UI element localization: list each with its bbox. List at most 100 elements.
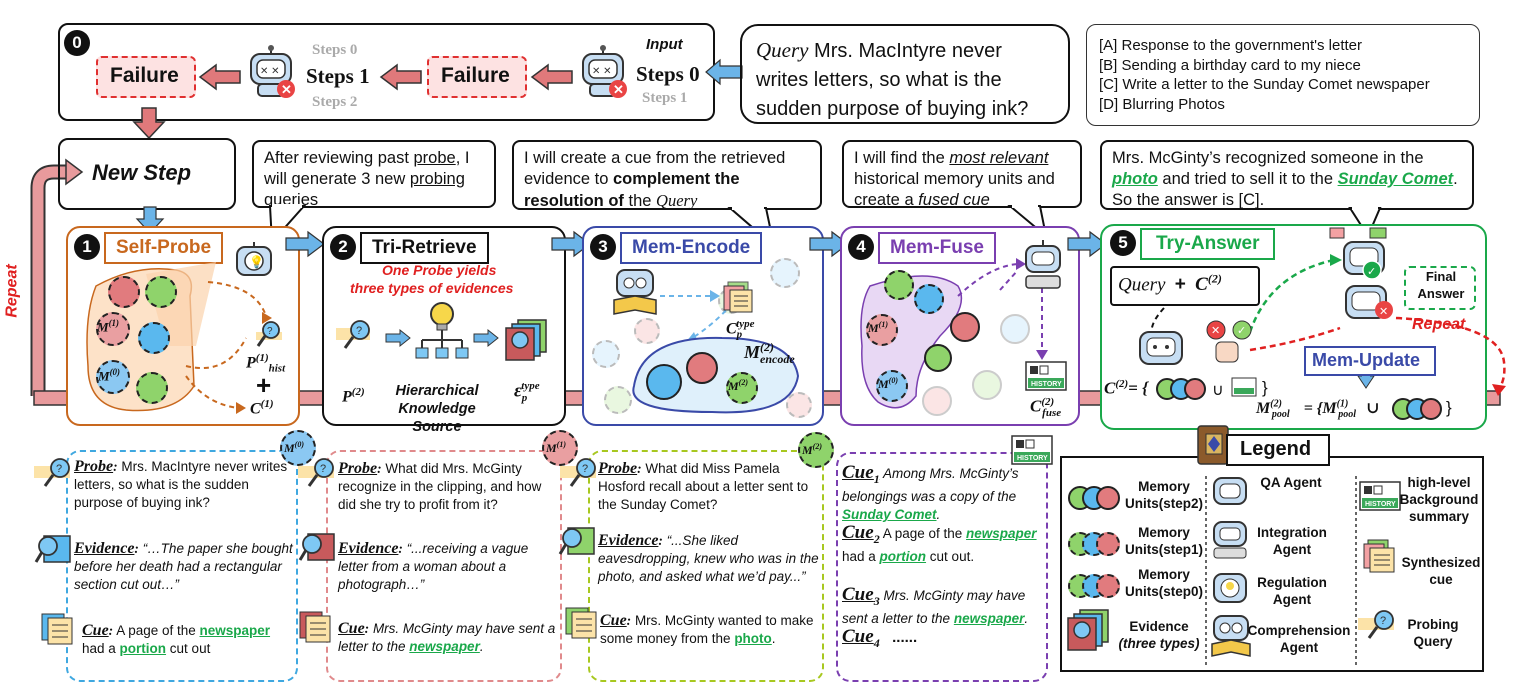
col4-cue1: Cue1 Among Mrs. McGinty’s belongings was…	[842, 463, 1046, 524]
arrow-to-steps1	[379, 63, 422, 91]
option-c: [C] Write a letter to the Sunday Comet n…	[1099, 76, 1430, 93]
new-step-label: New Step	[92, 160, 192, 185]
bubble-mem-fuse: I will find the most relevant historical…	[842, 140, 1082, 209]
evidence-icon	[558, 527, 595, 555]
failure-box-left	[96, 56, 196, 98]
col4-cue1-text: Among Mrs. McGinty’s belongings was a co…	[842, 466, 1019, 504]
legend-probing-query: Probing Query	[1407, 617, 1459, 649]
col2-cue-label: Cue	[338, 620, 365, 637]
bubble4-tail	[1348, 206, 1382, 239]
legend-evidence-label: Evidence	[1129, 619, 1189, 634]
svg-text:?: ?	[56, 463, 62, 475]
col1-cue-news: newspaper	[199, 623, 271, 638]
history-text: HISTORY	[1031, 381, 1062, 388]
stage4-robot	[1022, 238, 1064, 297]
svg-text:HISTORY: HISTORY	[1365, 501, 1396, 508]
faded-unit	[604, 386, 632, 414]
svg-text:✕: ✕	[1211, 325, 1220, 337]
synthesized-cue-icon	[1363, 539, 1395, 573]
bottom-col1	[66, 450, 298, 682]
m-pool: M(2)pool = {M(1)pool∪	[1256, 398, 1380, 421]
encoded-unit-red	[686, 352, 718, 384]
legend-memory-step1: Memory Units(step1)	[1124, 525, 1203, 557]
stage3-m2-label: M(2)	[728, 378, 748, 393]
query-plus-c2-box	[1110, 266, 1260, 306]
col4-cue3-end: .	[1024, 610, 1029, 626]
evidence-icon	[298, 533, 335, 561]
bubble3-rel: most relevant	[949, 149, 1049, 167]
comprehension-agent-icon	[1211, 615, 1251, 657]
qa-agent-icon	[1213, 477, 1247, 505]
col2-cue: Cue: Mrs. McGinty may have sent a letter…	[338, 620, 556, 654]
legend-integration-icon	[1212, 520, 1248, 565]
bubble4-photo: photo	[1112, 170, 1158, 188]
svg-text:HISTORY: HISTORY	[1017, 455, 1048, 462]
integration-agent-icon	[1025, 240, 1061, 289]
stage1-robot: 💡	[234, 240, 274, 285]
legend-memory-step0: Memory Units(step0)	[1124, 567, 1203, 599]
svg-text:✓: ✓	[1237, 325, 1246, 337]
legend-history-icon: HISTORY	[1359, 481, 1401, 517]
steps1-faded: Steps 1	[642, 90, 688, 106]
memory-unit-green2	[136, 372, 168, 404]
bubble2-bold: complement the resolution of	[524, 170, 740, 210]
stage3-m-encode: M(2)encode	[744, 340, 795, 366]
col1-evidence-icon	[34, 532, 74, 571]
arrow-probe-to-hks	[385, 328, 411, 348]
faded-unit	[786, 392, 812, 418]
memory-unit-green	[145, 276, 177, 308]
history-icon	[1231, 377, 1257, 397]
evidence-icon	[1067, 609, 1109, 651]
arrow-from-query	[705, 58, 743, 86]
set-history-icon	[1231, 377, 1257, 403]
stage1-m0-label: M(0)	[98, 367, 121, 384]
regulation-agent-icon	[1213, 573, 1247, 603]
col2-evidence-text: “...receiving a vague letter from a woma…	[338, 541, 529, 592]
arrow-down-to-new-step	[132, 107, 166, 140]
stage4-title: Mem-Fuse	[878, 232, 996, 264]
choice-hand-icon: ✕✓	[1206, 320, 1252, 363]
stage5-hand: ✕✓	[1206, 320, 1256, 369]
faded-unit	[634, 318, 660, 344]
col2-evidence-icon	[298, 530, 338, 569]
bubble3-mid: historical memory units and create a	[854, 170, 1055, 209]
stage2-probe-icon: ?	[336, 318, 376, 357]
col1-evidence-text: “…The paper she bought before her death …	[74, 541, 293, 592]
col1-evidence: Evidence: “…The paper she bought before …	[74, 540, 293, 592]
qa-agent-icon: ✓	[1329, 227, 1387, 280]
bubble4-mid: and tried to sell it to the	[1157, 170, 1338, 188]
stage1-p-hist: P(1)hist	[246, 352, 286, 375]
legend-integration-agent: Integration Agent	[1257, 525, 1327, 557]
stage5-robot-final: ✓	[1329, 227, 1390, 285]
stage4-number: 4	[848, 234, 874, 260]
mem-update-box	[1304, 346, 1436, 376]
col3-evidence-label: Evidence	[598, 532, 659, 549]
synthesized-cue-icon	[299, 611, 331, 643]
failure-label-right: Failure	[441, 64, 510, 87]
stage3-title: Mem-Encode	[620, 232, 763, 264]
final-answer-label: Final Answer	[1417, 269, 1465, 301]
robot-fail-0: ✕ ✕✕	[578, 44, 628, 98]
svg-text:?: ?	[582, 463, 588, 475]
stage5-repeat-label: Repeat	[1412, 316, 1466, 333]
stage1-probe-icon: ?	[256, 320, 286, 355]
bubble1-probe: probe	[413, 149, 456, 167]
stage3-dashed-arrows	[632, 290, 800, 414]
svg-text:✕: ✕	[1379, 306, 1388, 318]
history-icon: HISTORY	[1359, 481, 1401, 511]
final-answer-box	[1404, 266, 1476, 310]
fuse-unit-blue	[914, 284, 944, 314]
col2-probe-label: Probe	[338, 460, 378, 477]
col1-cue-label: Cue	[82, 622, 109, 639]
col1-cue: Cue: A page of the newspaper had a porti…	[82, 622, 271, 656]
failure-label-left: Failure	[110, 64, 179, 87]
probing-query-icon: ?	[336, 320, 370, 349]
qa-agent-icon	[1139, 331, 1183, 365]
col2-evidence: Evidence: “...receiving a vague letter f…	[338, 540, 529, 592]
col2-m1-label: M(1)	[546, 440, 566, 455]
probing-query-icon: ?	[34, 458, 70, 487]
col3-probe-icon: ?	[560, 456, 602, 495]
bubble2-text: I will create a cue from the retrieved e…	[524, 149, 786, 188]
col2-cue-pre: Mrs. McGinty may have sent a letter to t…	[338, 621, 556, 654]
bubble2-query: Query	[656, 191, 698, 210]
